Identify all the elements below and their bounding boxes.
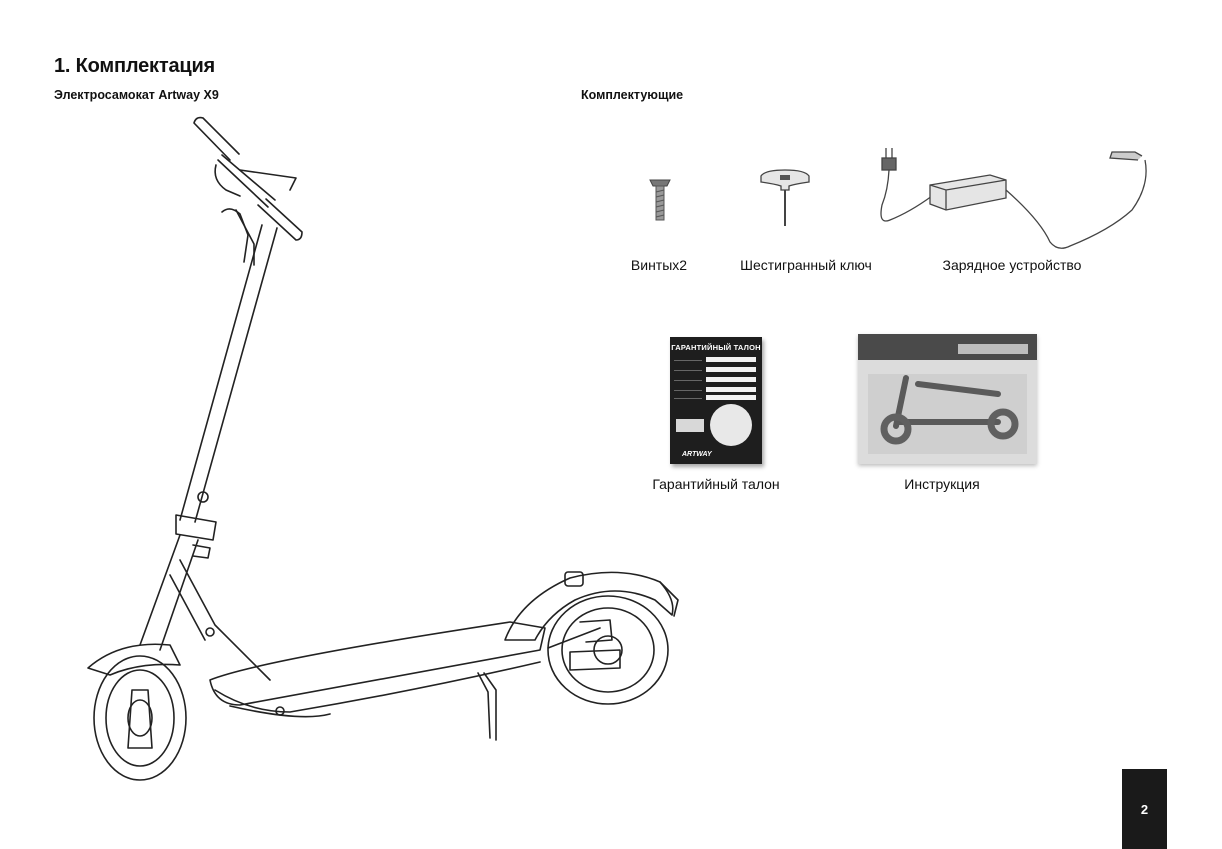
caption-warranty-card: Гарантийный талон bbox=[652, 476, 780, 492]
caption-manual: Инструкция bbox=[904, 476, 980, 492]
caption-hex-key: Шестигранный ключ bbox=[740, 257, 872, 273]
screw-icon bbox=[649, 179, 671, 221]
section-title: 1. Комплектация bbox=[54, 55, 216, 77]
warranty-card-brand: ARTWAY bbox=[682, 451, 712, 458]
caption-screws: Винтых2 bbox=[630, 257, 688, 273]
warranty-card-icon: ГАРАНТИЙНЫЙ ТАЛОН ARTWAY bbox=[670, 337, 762, 464]
product-title: Электросамокат Artway X9 bbox=[54, 88, 219, 102]
page-number: 2 bbox=[1122, 769, 1167, 849]
warranty-card-title: ГАРАНТИЙНЫЙ ТАЛОН bbox=[671, 343, 761, 352]
accessories-title: Комплектующие bbox=[581, 88, 684, 102]
hex-key-icon bbox=[760, 169, 810, 226]
caption-charger: Зарядное устройство bbox=[942, 257, 1082, 273]
manual-icon bbox=[858, 334, 1037, 464]
charger-icon bbox=[880, 148, 1147, 249]
